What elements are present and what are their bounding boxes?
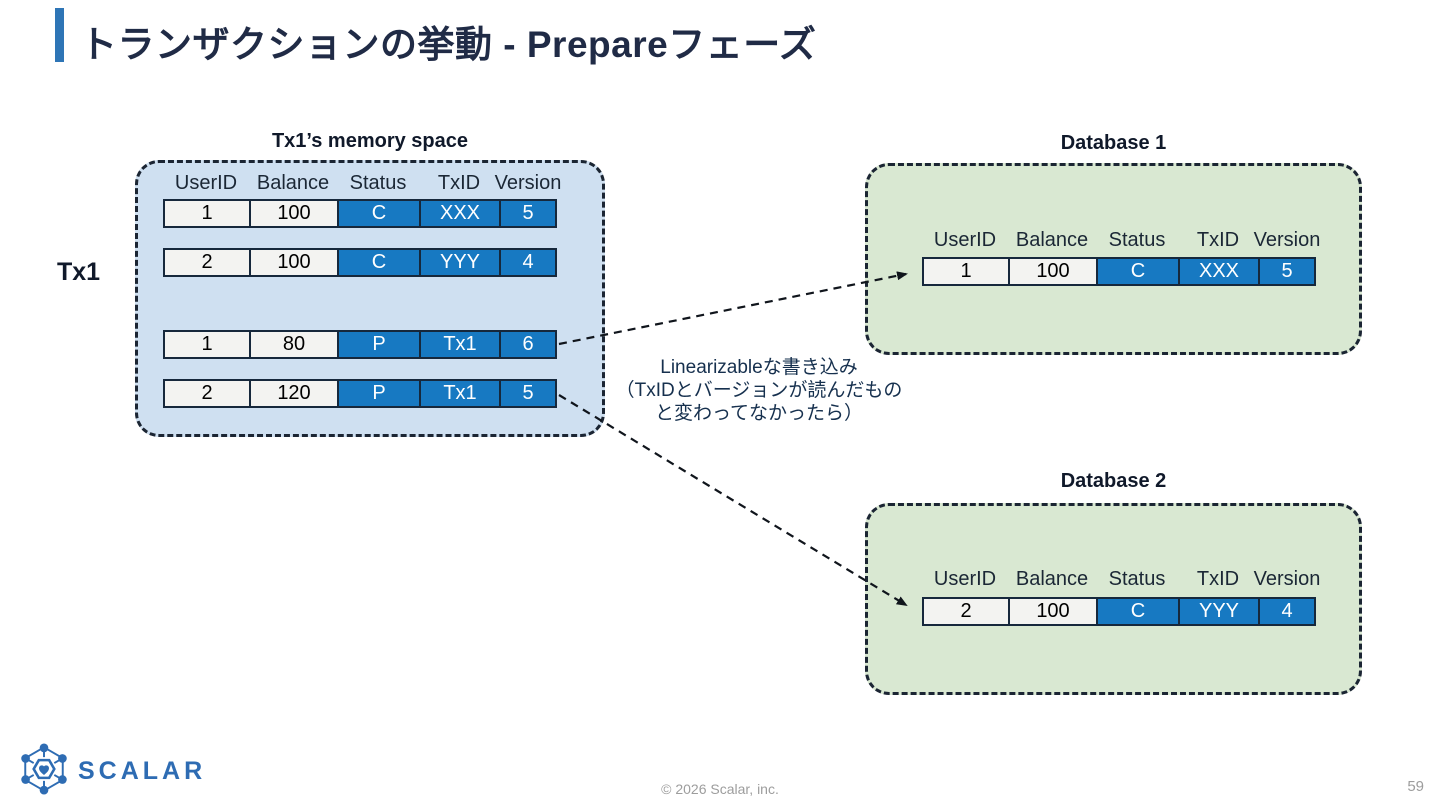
cell-user-id: 1 <box>163 199 251 228</box>
cell-version: 5 <box>499 379 557 408</box>
cell-status: C <box>1096 597 1180 626</box>
memory-table-row-1: 1 100 C XXX 5 <box>163 199 557 228</box>
database1-table-row: 1 100 C XXX 5 <box>922 257 1316 286</box>
arrow-memory-to-db1 <box>558 271 908 346</box>
header-balance: Balance <box>1015 229 1089 251</box>
header-tx-id: TxID <box>1196 229 1240 251</box>
scalar-logo <box>18 743 70 795</box>
database2-table-row: 2 100 C YYY 4 <box>922 597 1316 626</box>
database2-table-header: UserID Balance Status TxID Version <box>922 568 1321 591</box>
memory-box-title: Tx1’s memory space <box>271 130 469 152</box>
memory-table-row-2: 2 100 C YYY 4 <box>163 248 557 277</box>
tx-label: Tx1 <box>57 258 101 286</box>
cell-user-id: 2 <box>163 248 251 277</box>
cell-version: 6 <box>499 330 557 359</box>
database2-title: Database 2 <box>1060 470 1167 492</box>
database1-table-header: UserID Balance Status TxID Version <box>922 229 1321 252</box>
cell-tx-id: Tx1 <box>419 379 501 408</box>
cell-user-id: 1 <box>163 330 251 359</box>
database1-title: Database 1 <box>1060 132 1167 154</box>
header-balance: Balance <box>1015 568 1089 590</box>
header-status: Status <box>349 172 407 194</box>
cell-tx-id: YYY <box>1178 597 1260 626</box>
cell-status: C <box>337 199 421 228</box>
cell-version: 4 <box>1258 597 1316 626</box>
header-user-id: UserID <box>933 229 997 251</box>
page-number: 59 <box>1407 778 1424 795</box>
cell-balance: 100 <box>1008 257 1098 286</box>
header-status: Status <box>1108 229 1166 251</box>
memory-table-row-4: 2 120 P Tx1 5 <box>163 379 557 408</box>
memory-table-header: UserID Balance Status TxID Version <box>163 172 562 195</box>
cell-user-id: 1 <box>922 257 1010 286</box>
header-status: Status <box>1108 568 1166 590</box>
cell-tx-id: YYY <box>419 248 501 277</box>
cell-balance: 100 <box>249 248 339 277</box>
cell-version: 5 <box>499 199 557 228</box>
header-tx-id: TxID <box>437 172 481 194</box>
cell-balance: 120 <box>249 379 339 408</box>
cell-user-id: 2 <box>922 597 1010 626</box>
annotation-line-3: と変わってなかったら） <box>654 403 864 424</box>
page-title: トランザクションの挙動 - Prepareフェーズ <box>80 24 817 65</box>
title-accent-bar <box>55 8 64 62</box>
copyright-text: © 2026 Scalar, inc. <box>661 781 779 797</box>
cell-balance: 100 <box>1008 597 1098 626</box>
annotation-line-2: （TxIDとバージョンが読んだもの <box>615 380 903 401</box>
header-user-id: UserID <box>933 568 997 590</box>
header-version: Version <box>494 172 562 194</box>
scalar-logo-icon <box>21 743 67 795</box>
cell-tx-id: XXX <box>1178 257 1260 286</box>
header-version: Version <box>1253 229 1321 251</box>
arrow-memory-to-db2 <box>558 394 908 607</box>
header-user-id: UserID <box>174 172 238 194</box>
cell-status: C <box>1096 257 1180 286</box>
cell-version: 4 <box>499 248 557 277</box>
cell-balance: 80 <box>249 330 339 359</box>
memory-table-row-3: 1 80 P Tx1 6 <box>163 330 557 359</box>
cell-status: C <box>337 248 421 277</box>
cell-user-id: 2 <box>163 379 251 408</box>
header-balance: Balance <box>256 172 330 194</box>
linearizable-write-annotation: Linearizableな書き込み （TxIDとバージョンが読んだもの と変わっ… <box>598 356 920 425</box>
annotation-line-1: Linearizableな書き込み <box>660 357 858 378</box>
scalar-logo-text: SCALAR <box>78 757 207 785</box>
header-tx-id: TxID <box>1196 568 1240 590</box>
cell-status: P <box>337 379 421 408</box>
cell-balance: 100 <box>249 199 339 228</box>
cell-tx-id: Tx1 <box>419 330 501 359</box>
cell-tx-id: XXX <box>419 199 501 228</box>
header-version: Version <box>1253 568 1321 590</box>
cell-version: 5 <box>1258 257 1316 286</box>
cell-status: P <box>337 330 421 359</box>
